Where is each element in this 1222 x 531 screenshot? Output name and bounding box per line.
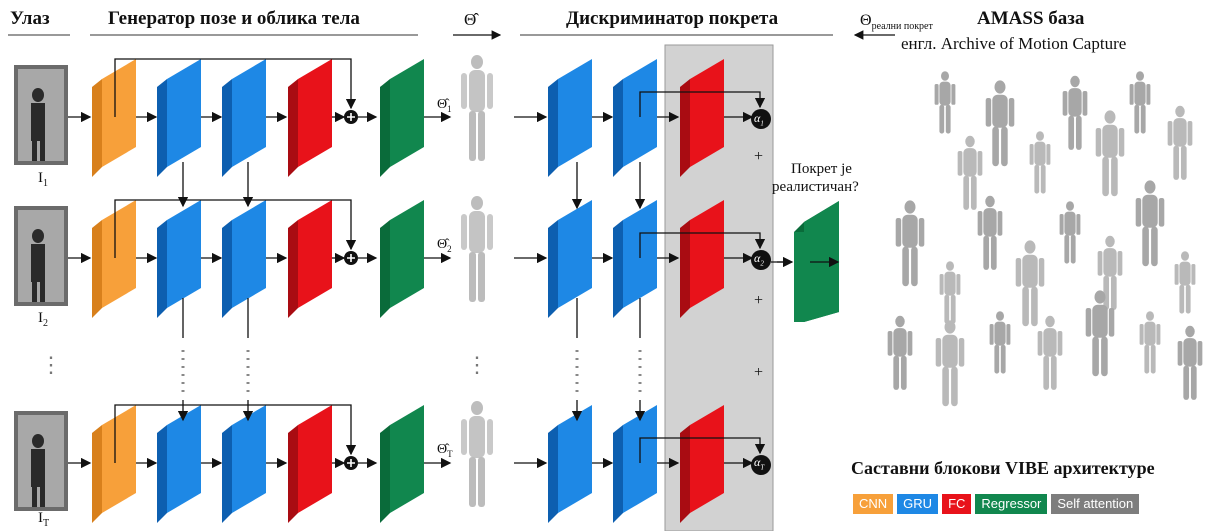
amass-mesh bbox=[1085, 290, 1115, 377]
theta-label-1: Θ̂1 bbox=[437, 97, 452, 114]
amass-mesh bbox=[977, 195, 1003, 270]
amass-mesh bbox=[1097, 235, 1123, 310]
disc-fc-block-2 bbox=[680, 200, 724, 318]
fc-block-1 bbox=[288, 59, 332, 177]
alpha-node-3 bbox=[751, 455, 771, 475]
amass-title: AMASS база bbox=[977, 8, 1085, 29]
amass-mesh bbox=[985, 80, 1015, 167]
disc-fc-block-1 bbox=[680, 59, 724, 177]
amass-mesh bbox=[1167, 105, 1193, 180]
alpha-node-1 bbox=[751, 109, 771, 129]
alpha-label-1: α1 bbox=[754, 111, 764, 128]
question-line-2: реалистичан? bbox=[772, 179, 859, 195]
frame-label-t: IT bbox=[38, 510, 50, 529]
disc-gru-b-3 bbox=[613, 405, 657, 523]
theta-label-t: Θ̂T bbox=[437, 442, 453, 459]
cnn-block-3 bbox=[92, 405, 136, 523]
body-mesh-2 bbox=[461, 196, 493, 302]
generator-header: Генератор позе и облика тела bbox=[108, 8, 360, 29]
gru-block-b-2 bbox=[222, 200, 266, 318]
alpha-node-2 bbox=[751, 250, 771, 270]
discriminator-header: Дискриминатор покрета bbox=[566, 8, 779, 29]
amass-mesh bbox=[957, 135, 983, 210]
gru-block-a-2 bbox=[157, 200, 201, 318]
amass-mesh bbox=[1174, 251, 1196, 314]
input-frame-2 bbox=[14, 206, 68, 306]
body-mesh-3 bbox=[461, 401, 493, 507]
input-header: Улаз bbox=[10, 8, 50, 29]
fc-block-3 bbox=[288, 405, 332, 523]
alpha-label-2: α2 bbox=[754, 251, 764, 268]
disc-gru-a-1 bbox=[548, 59, 592, 177]
amass-mesh bbox=[989, 311, 1011, 374]
amass-mesh bbox=[1059, 201, 1081, 264]
legend-title: Саставни блокови VIBE архитектуре bbox=[851, 458, 1155, 478]
legend: CNN GRU FC Regressor Self attention bbox=[853, 494, 1140, 514]
frame-label-2: I2 bbox=[38, 310, 48, 329]
disc-gru-a-2 bbox=[548, 200, 592, 318]
disc-gru-b-1 bbox=[613, 59, 657, 177]
regressor-block-1 bbox=[380, 59, 424, 177]
fc-block-2 bbox=[288, 200, 332, 318]
amass-body-meshes bbox=[887, 71, 1203, 407]
regressor-block-2 bbox=[380, 200, 424, 318]
input-frame-1 bbox=[14, 65, 68, 165]
input-frame-3 bbox=[14, 411, 68, 511]
gru-block-b-3 bbox=[222, 405, 266, 523]
frame-label-1: I1 bbox=[38, 170, 48, 189]
amass-mesh bbox=[1095, 110, 1125, 197]
amass-mesh bbox=[934, 71, 956, 134]
legend-self-attention: Self attention bbox=[1051, 494, 1140, 514]
gru-block-a-3 bbox=[157, 405, 201, 523]
theta-real-header: Θреални покрет bbox=[860, 12, 933, 33]
legend-cnn: CNN bbox=[853, 494, 894, 514]
question-line-1: Покрет је bbox=[791, 161, 852, 177]
amass-mesh bbox=[1015, 240, 1045, 327]
gru-block-a-1 bbox=[157, 59, 201, 177]
amass-mesh bbox=[1029, 131, 1051, 194]
plus-sign-1: + bbox=[754, 148, 764, 165]
alpha-label-t: αT bbox=[754, 455, 765, 472]
legend-gru: GRU bbox=[897, 494, 939, 514]
regressor-block-3 bbox=[380, 405, 424, 523]
amass-subtitle: енгл. Archive of Motion Capture bbox=[901, 34, 1127, 53]
amass-mesh bbox=[1135, 180, 1165, 267]
cnn-block-2 bbox=[92, 200, 136, 318]
amass-mesh bbox=[939, 261, 961, 324]
gru-block-b-1 bbox=[222, 59, 266, 177]
disc-fc-block-3 bbox=[680, 405, 724, 523]
legend-regressor: Regressor bbox=[975, 494, 1048, 514]
amass-mesh bbox=[1062, 75, 1088, 150]
plus-sign-3: + bbox=[754, 364, 764, 381]
amass-mesh bbox=[895, 200, 925, 287]
amass-mesh bbox=[1177, 325, 1203, 400]
amass-mesh bbox=[887, 315, 913, 390]
amass-mesh bbox=[1129, 71, 1151, 134]
ellipsis-theta: ⋮ bbox=[466, 352, 488, 377]
amass-mesh bbox=[1139, 311, 1161, 374]
body-mesh-1 bbox=[461, 55, 493, 161]
amass-mesh bbox=[1037, 315, 1063, 390]
legend-fc: FC bbox=[942, 494, 972, 514]
amass-mesh bbox=[935, 320, 965, 407]
disc-gru-a-3 bbox=[548, 405, 592, 523]
cnn-block-1 bbox=[92, 59, 136, 177]
theta-label-2: Θ̂2 bbox=[437, 237, 452, 254]
ellipsis-input: ⋮ bbox=[40, 352, 62, 377]
plus-sign-2: + bbox=[754, 292, 764, 309]
disc-gru-b-2 bbox=[613, 200, 657, 318]
theta-hat-header: Θ̂ bbox=[464, 10, 477, 29]
